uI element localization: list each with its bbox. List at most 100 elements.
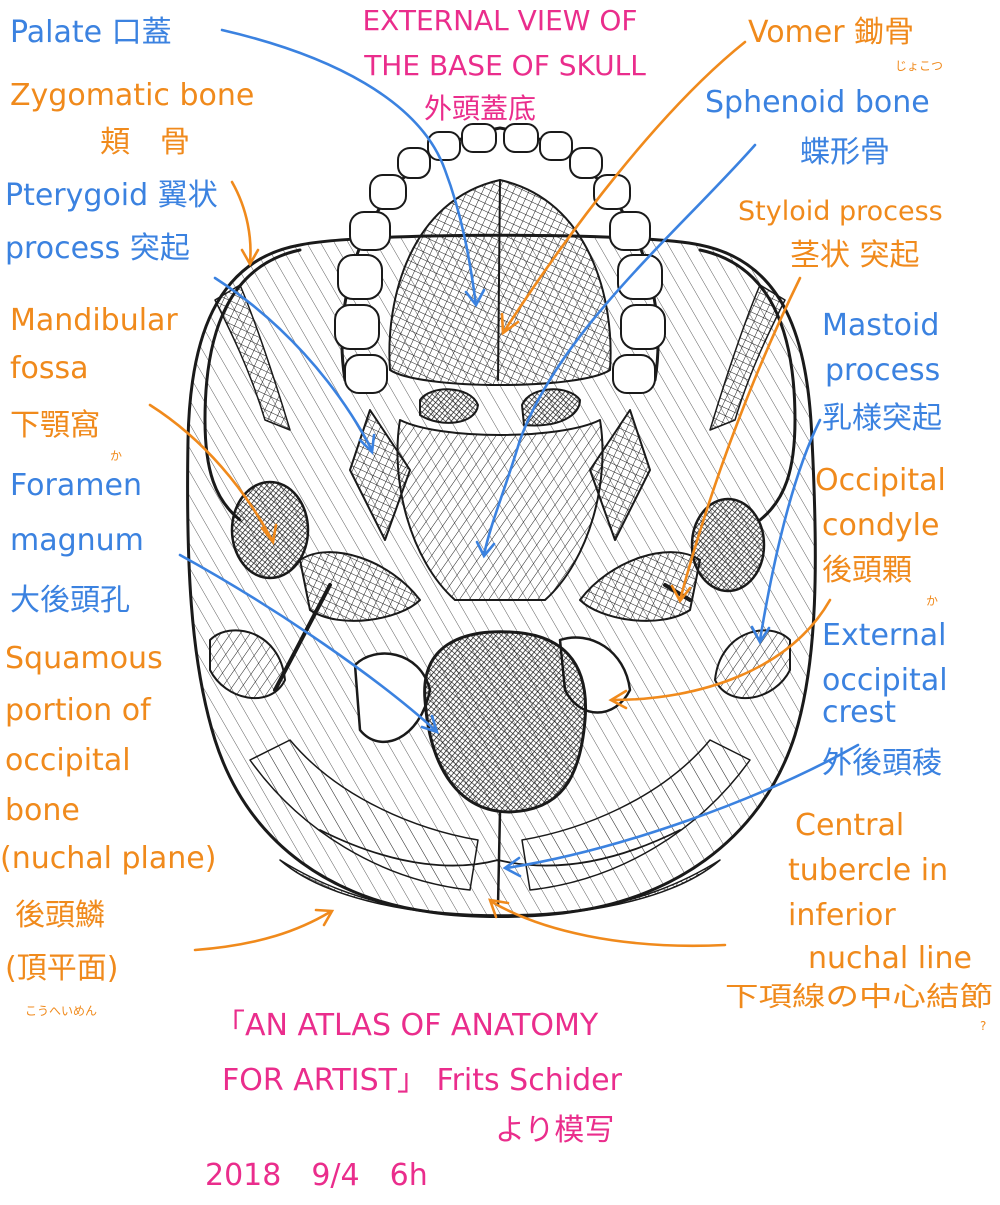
left-pterygoid: [349, 409, 411, 541]
inferior-nuchal-line: [319, 829, 681, 867]
external-occipital-crest: [496, 810, 502, 907]
leader-squamous: [193, 910, 332, 952]
arrow-mastoid: [750, 625, 771, 645]
label-condyle-jp: 後頭顆: [822, 553, 912, 588]
palate-area: [388, 179, 612, 386]
label-foramen-2: magnum: [10, 523, 144, 558]
left-choana: [419, 388, 479, 424]
arrow-tubercle: [488, 898, 510, 919]
label-mastoid-1: Mastoid: [822, 308, 939, 343]
leader-pterygoid: [213, 276, 374, 452]
right-labels: Vomer 鋤骨 じょこつ Sphenoid bone 蝶形骨 Styloid …: [705, 15, 993, 1033]
left-arch-hatch: [214, 284, 291, 431]
label-tubercle-2: tubercle in: [788, 853, 948, 888]
label-mastoid-2: process: [825, 353, 940, 388]
arrow-pterygoid: [358, 433, 376, 455]
sphenoid-body: [396, 419, 604, 601]
right-mastoid: [714, 629, 791, 699]
left-zygomatic-arch: [203, 248, 302, 522]
label-vomer-furigana: じょこつ: [895, 59, 943, 73]
title-line-1: EXTERNAL VIEW OF: [362, 4, 637, 37]
arrow-condyle: [608, 689, 628, 710]
label-zygomatic-jp: 頬 骨: [100, 125, 190, 160]
label-mandibular-furigana: か: [110, 449, 122, 463]
leader-tubercle: [490, 900, 727, 948]
label-squamous-2: portion of: [5, 693, 152, 728]
leader-condyle: [610, 598, 832, 702]
arrow-sphenoid: [475, 540, 496, 559]
label-squamous-4: bone: [5, 793, 80, 828]
label-mandibular-2: fossa: [10, 351, 89, 386]
title-line-3: 外頭蓋底: [424, 92, 536, 125]
label-pterygoid-1: Pterygoid 翼状: [5, 178, 218, 213]
label-pterygoid-2: process 突起: [5, 231, 190, 266]
arrow-zygomatic: [240, 248, 260, 267]
label-crest-1: External: [822, 618, 946, 653]
label-sphenoid-jp: 蝶形骨: [800, 135, 890, 170]
leader-lines: [148, 28, 860, 952]
label-squamous-1: Squamous: [5, 641, 163, 676]
label-tubercle-1: Central: [795, 808, 904, 843]
leader-zygomatic: [230, 180, 252, 264]
label-squamous-5: (nuchal plane): [0, 841, 216, 876]
leader-vomer: [503, 40, 747, 332]
label-styloid-jp: 茎状 突起: [790, 238, 920, 273]
left-petrous: [299, 551, 421, 622]
teeth-right: [503, 123, 666, 394]
right-zygomatic-arch: [698, 248, 797, 522]
credit-line-1: 「AN ATLAS OF ANATOMY: [215, 1008, 599, 1043]
arrow-crest: [502, 856, 522, 878]
leader-foramen: [178, 553, 437, 732]
label-crest-2: occipital: [822, 663, 948, 698]
right-arch-hatch: [709, 284, 786, 431]
left-mastoid: [209, 629, 286, 699]
right-pterygoid: [589, 409, 651, 541]
label-styloid-en: Styloid process: [738, 196, 943, 227]
label-squamous-furigana: こうへいめん: [25, 1004, 97, 1018]
right-styloid: [663, 583, 692, 602]
label-squamous-jp2: (頂平面): [5, 951, 118, 986]
title-line-2: THE BASE OF SKULL: [363, 49, 646, 82]
credit-line-3: より模写: [495, 1113, 614, 1148]
label-tubercle-3: inferior: [788, 898, 896, 933]
right-mandibular-fossa: [690, 497, 766, 593]
teeth-left: [334, 123, 497, 394]
left-labels: Palate 口蓋 Zygomatic bone 頬 骨 Pterygoid 翼…: [0, 15, 254, 1018]
leader-sphenoid: [482, 143, 757, 557]
credit-date: 2018 9/4 6h: [205, 1158, 428, 1193]
leader-mastoid: [758, 418, 822, 642]
label-palate: Palate 口蓋: [10, 15, 172, 50]
label-condyle-1: Occipital: [815, 463, 946, 498]
leader-styloid: [678, 276, 802, 602]
arrow-squamous: [314, 908, 335, 927]
label-vomer: Vomer 鋤骨: [748, 15, 914, 50]
label-zygomatic-en: Zygomatic bone: [10, 78, 254, 113]
lower-hatch: [279, 859, 721, 918]
right-choana: [521, 388, 581, 427]
palate-midline: [497, 179, 501, 381]
arrow-foramen: [420, 714, 439, 735]
leader-palate: [220, 28, 478, 307]
skull-illustration: [186, 123, 817, 918]
arrow-mandibular: [260, 523, 278, 546]
label-sphenoid-en: Sphenoid bone: [705, 85, 930, 120]
label-crest-3: crest: [822, 695, 896, 730]
label-tubercle-mark: ?: [980, 1019, 986, 1033]
label-condyle-furigana: か: [926, 594, 938, 608]
diagram-title: EXTERNAL VIEW OF THE BASE OF SKULL 外頭蓋底: [362, 4, 646, 125]
label-foramen-jp: 大後頭孔: [10, 583, 130, 618]
nuchal-plane-left: [249, 739, 479, 891]
foramen-magnum: [423, 630, 588, 814]
label-tubercle-jp: 下項線の中心結節: [725, 982, 993, 1013]
label-mandibular-1: Mandibular: [10, 303, 178, 338]
label-crest-jp: 外後頭稜: [822, 746, 942, 781]
credit-line-2: FOR ARTIST」 Frits Schider: [222, 1063, 623, 1098]
arrow-palate: [464, 288, 486, 308]
arrow-styloid: [670, 584, 692, 604]
label-squamous-3: occipital: [5, 743, 131, 778]
label-foramen-1: Foramen: [10, 468, 142, 503]
label-mastoid-jp: 乳様突起: [822, 401, 942, 436]
leader-crest: [505, 743, 860, 870]
label-mandibular-jp: 下顎窩: [10, 408, 100, 443]
